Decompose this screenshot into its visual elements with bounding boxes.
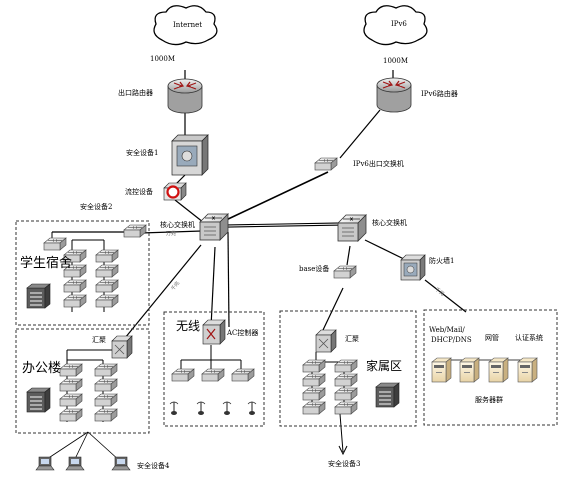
office-switch-icon[interactable] bbox=[94, 408, 118, 422]
internet-bandwidth-label: 1000M bbox=[150, 55, 175, 63]
exit-router-icon[interactable] bbox=[167, 78, 203, 114]
server-icon[interactable] bbox=[459, 357, 480, 383]
ac-controller-icon[interactable] bbox=[202, 319, 226, 345]
dorm-switch-icon[interactable] bbox=[95, 249, 119, 263]
dorm-agg-switch-icon[interactable] bbox=[43, 237, 67, 251]
zone-wireless bbox=[163, 311, 265, 427]
wireless-ap-icon[interactable] bbox=[196, 401, 206, 416]
office-switch-icon[interactable] bbox=[59, 393, 83, 407]
laptop-icon[interactable] bbox=[65, 456, 85, 471]
wireless-switch-icon[interactable] bbox=[171, 368, 195, 382]
server-dhcp-label: DHCP/DNS bbox=[431, 336, 472, 344]
wireless-ap-icon[interactable] bbox=[169, 401, 179, 416]
core-switch-right-label: 核心交换机 bbox=[372, 219, 407, 227]
internet-cloud-label: Internet bbox=[173, 21, 203, 29]
security1-label: 安全设备1 bbox=[126, 149, 159, 157]
zone-wireless-title: 无线 bbox=[176, 319, 201, 333]
security3-label: 安全设备3 bbox=[328, 460, 361, 468]
base-device-label: base设备 bbox=[299, 265, 330, 273]
zone-family bbox=[279, 310, 417, 427]
family-switch-icon[interactable] bbox=[334, 387, 358, 401]
core-switch-left-icon[interactable] bbox=[199, 213, 229, 241]
security2-label: 安全设备2 bbox=[80, 203, 113, 211]
ipv6-bandwidth-label: 1000M bbox=[383, 57, 408, 65]
ipv6-router-icon[interactable] bbox=[376, 77, 412, 113]
family-agg-label: 汇聚 bbox=[345, 335, 359, 343]
zone-family-title: 家属区 bbox=[366, 359, 403, 373]
family-switch-icon[interactable] bbox=[302, 373, 326, 387]
core-switch-right-icon[interactable] bbox=[337, 214, 367, 242]
internet-cloud-icon[interactable] bbox=[153, 5, 218, 46]
dorm-switch-icon[interactable] bbox=[63, 279, 87, 293]
wireless-switch-icon[interactable] bbox=[201, 368, 225, 382]
office-switch-icon[interactable] bbox=[94, 378, 118, 392]
office-switch-icon[interactable] bbox=[94, 363, 118, 377]
wireless-switch-icon[interactable] bbox=[231, 368, 255, 382]
laptop-icon[interactable] bbox=[111, 456, 131, 471]
wireless-ap-icon[interactable] bbox=[247, 401, 257, 416]
server-nms-label: 网管 bbox=[485, 334, 499, 342]
dorm-switch-icon[interactable] bbox=[63, 294, 87, 308]
flow-control-label: 流控设备 bbox=[125, 188, 153, 196]
zone-servers bbox=[423, 309, 558, 426]
zone-dorm bbox=[15, 220, 150, 326]
firewall1-icon[interactable] bbox=[400, 254, 426, 281]
security2-icon[interactable] bbox=[123, 224, 147, 238]
office-switch-icon[interactable] bbox=[94, 393, 118, 407]
family-switch-icon[interactable] bbox=[302, 401, 326, 415]
ipv6-router-label: IPv6路由器 bbox=[421, 90, 458, 98]
firewall1-label: 防火墙1 bbox=[429, 257, 455, 265]
office-agg-switch-icon[interactable] bbox=[111, 335, 133, 359]
dorm-switch-icon[interactable] bbox=[95, 294, 119, 308]
server-icon[interactable] bbox=[488, 357, 509, 383]
office-switch-icon[interactable] bbox=[59, 378, 83, 392]
laptop-icon[interactable] bbox=[35, 456, 55, 471]
dorm-building-icon bbox=[26, 283, 51, 309]
security1-icon[interactable] bbox=[171, 134, 209, 176]
office-agg-label: 汇聚 bbox=[92, 336, 106, 344]
zone-dorm-title: 学生宿舍 bbox=[20, 256, 73, 271]
core-switch-left-label: 核心交换机 bbox=[160, 221, 195, 229]
server-icon[interactable] bbox=[517, 357, 538, 383]
office-building-icon bbox=[26, 387, 51, 413]
dorm-switch-icon[interactable] bbox=[95, 264, 119, 278]
server-auth-label: 认证系统 bbox=[515, 334, 543, 342]
ac-controller-label: AC控制器 bbox=[227, 329, 259, 337]
ipv6-exit-switch-label: IPv6出口交换机 bbox=[353, 160, 404, 168]
family-building-icon bbox=[375, 382, 400, 408]
wireless-ap-icon[interactable] bbox=[222, 401, 232, 416]
dorm-switch-icon[interactable] bbox=[95, 279, 119, 293]
server-group-label: 服务器群 bbox=[475, 396, 503, 404]
office-switch-icon[interactable] bbox=[59, 363, 83, 377]
family-switch-icon[interactable] bbox=[302, 359, 326, 373]
base-device-icon[interactable] bbox=[333, 265, 357, 279]
ipv6-exit-switch-icon[interactable] bbox=[314, 157, 338, 171]
link-label-fiber-a: 万兆 bbox=[166, 231, 177, 237]
office-switch-icon[interactable] bbox=[59, 408, 83, 422]
flow-control-icon[interactable] bbox=[163, 182, 187, 201]
server-web-label: Web/Mail/ bbox=[429, 326, 465, 334]
family-agg-switch-icon[interactable] bbox=[315, 329, 337, 353]
security4-label: 安全设备4 bbox=[137, 462, 170, 470]
exit-router-label: 出口路由器 bbox=[118, 89, 153, 97]
ipv6-cloud-icon[interactable] bbox=[363, 5, 428, 46]
zone-office bbox=[15, 328, 150, 434]
zone-office-title: 办公楼 bbox=[22, 361, 62, 376]
ipv6-cloud-label: IPv6 bbox=[391, 20, 407, 28]
server-icon[interactable] bbox=[431, 357, 452, 383]
family-switch-icon[interactable] bbox=[302, 387, 326, 401]
family-switch-icon[interactable] bbox=[334, 401, 358, 415]
family-switch-icon[interactable] bbox=[334, 373, 358, 387]
